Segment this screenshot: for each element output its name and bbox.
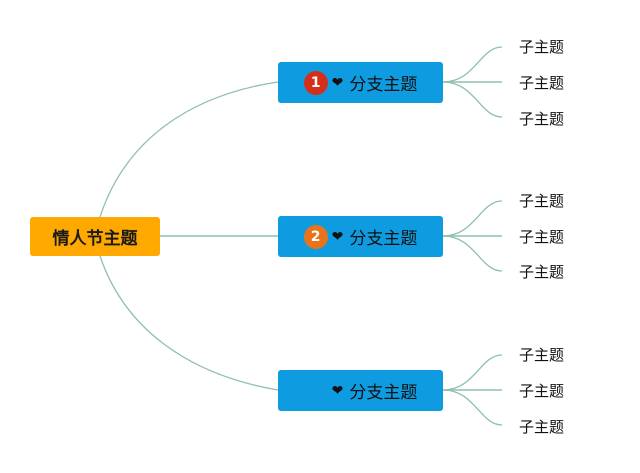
- central-topic[interactable]: 情人节主题: [30, 217, 160, 256]
- link-branch-1-sub-1: [442, 46, 503, 83]
- branch-topic-label: 分支主题: [349, 229, 418, 249]
- subtopic[interactable]: 子主题: [519, 110, 565, 128]
- priority-1-badge-icon: 1: [303, 70, 328, 95]
- link-branch-1-sub-3: [442, 81, 503, 118]
- subtopic[interactable]: 子主题: [519, 382, 565, 400]
- link-branch-2-sub-1: [442, 200, 503, 237]
- subtopic[interactable]: 子主题: [519, 38, 565, 56]
- priority-2-badge-icon: 2: [303, 224, 328, 249]
- heart-icon: ❤: [331, 74, 344, 91]
- branch-topic-label: 分支主题: [349, 383, 418, 403]
- subtopic[interactable]: 子主题: [519, 228, 565, 246]
- link-branch-2-sub-3: [442, 235, 503, 272]
- subtopic[interactable]: 子主题: [519, 192, 565, 210]
- link-branch-3-sub-3: [442, 389, 503, 426]
- subtopic[interactable]: 子主题: [519, 74, 565, 92]
- branch-topic-label: 分支主题: [349, 75, 418, 95]
- subtopic[interactable]: 子主题: [519, 346, 565, 364]
- subtopic[interactable]: 子主题: [519, 418, 565, 436]
- heart-icon: ❤: [331, 382, 344, 399]
- link-branch-3-sub-1: [442, 354, 503, 391]
- heart-icon: ❤: [331, 228, 344, 245]
- central-topic-label: 情人节主题: [52, 229, 138, 249]
- branch-topic-3[interactable]: ❤ 分支主题: [278, 370, 443, 411]
- branch-topic-2[interactable]: 2 ❤ 分支主题: [278, 216, 443, 257]
- link-central-branch-1: [99, 81, 279, 218]
- branch-topic-1[interactable]: 1 ❤ 分支主题: [278, 62, 443, 103]
- subtopic[interactable]: 子主题: [519, 263, 565, 281]
- link-central-branch-3: [99, 255, 279, 391]
